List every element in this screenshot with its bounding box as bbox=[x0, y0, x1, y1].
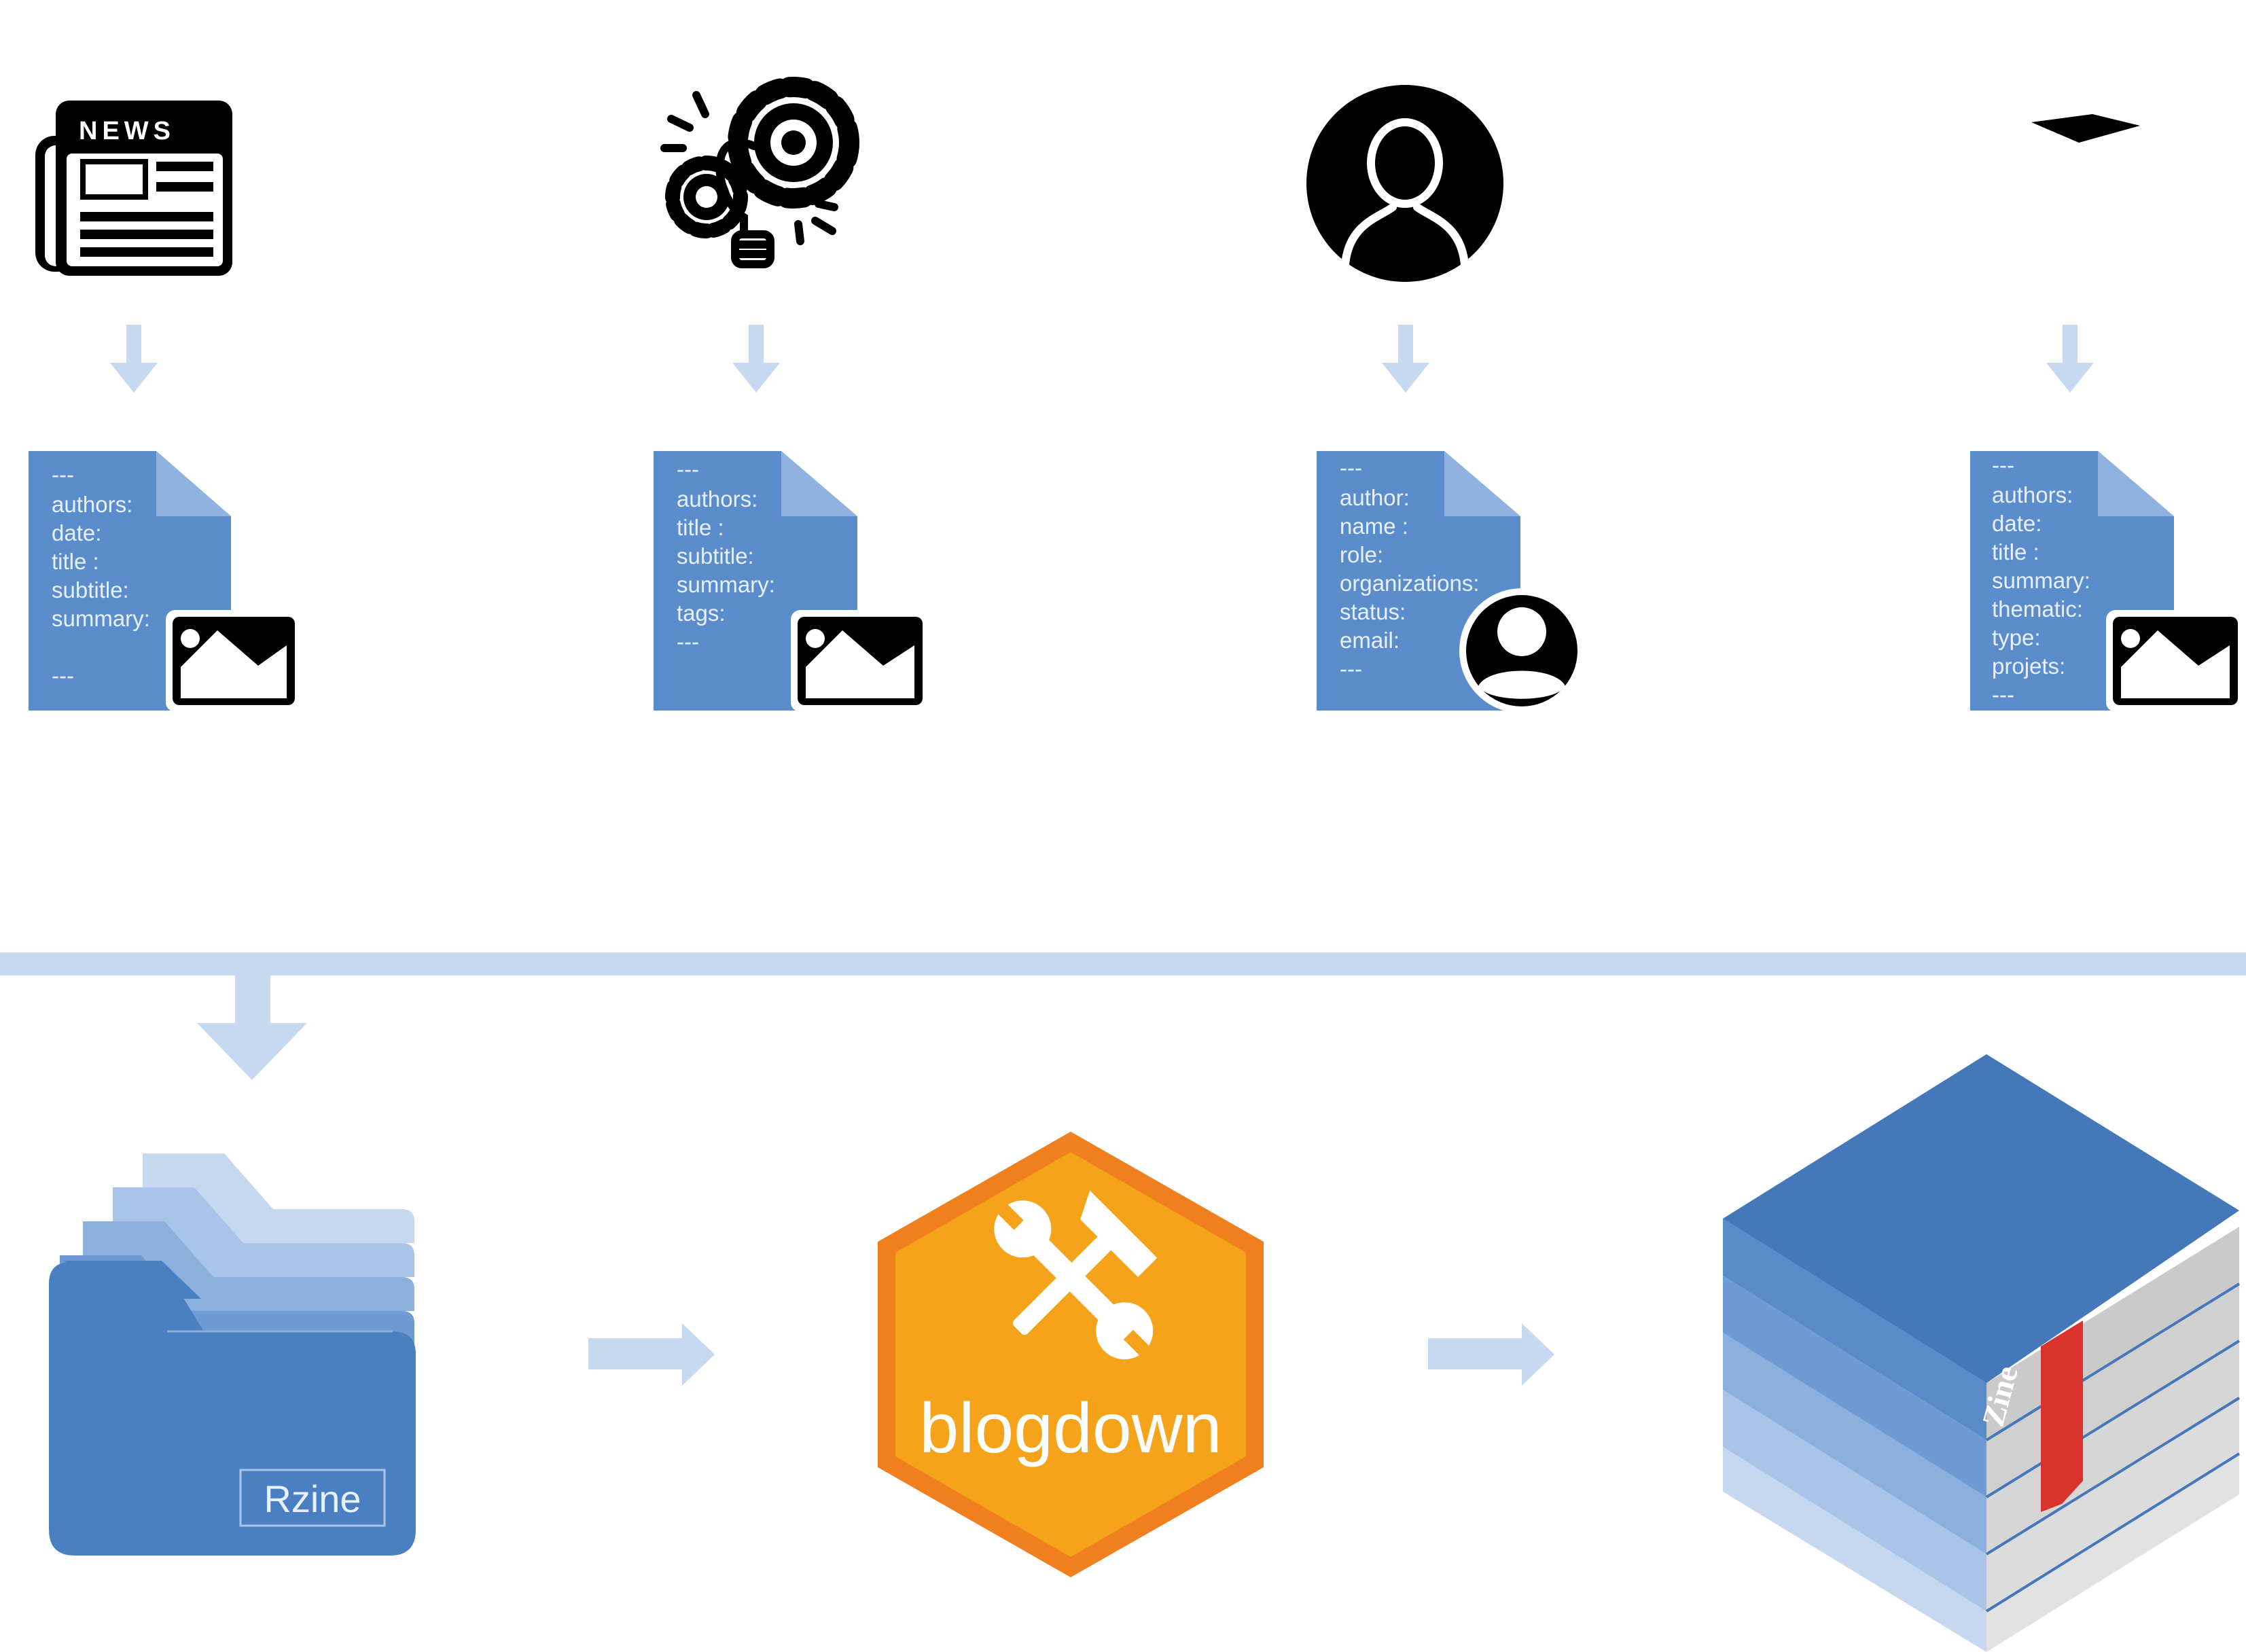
doc-line: subtitle: bbox=[677, 543, 754, 569]
doc-line: projets: bbox=[1992, 653, 2065, 679]
doc-line: --- bbox=[677, 456, 699, 482]
newspaper-icon: NEWS bbox=[35, 101, 232, 276]
down-arrow-2 bbox=[732, 325, 780, 393]
doc-line: title : bbox=[677, 515, 724, 540]
doc-line: authors: bbox=[52, 492, 132, 517]
doc-line: --- bbox=[52, 462, 74, 487]
document-ideas-text: --- authors: title : subtitle: summary: … bbox=[677, 456, 775, 654]
document-ideas: --- authors: title : subtitle: summary: … bbox=[654, 451, 929, 712]
down-arrow-1 bbox=[110, 325, 158, 393]
doc-line: title : bbox=[52, 549, 99, 574]
doc-line: date: bbox=[1992, 511, 2042, 536]
graduation-cap-icon bbox=[2031, 114, 2140, 143]
doc-line: title : bbox=[1992, 539, 2039, 564]
document-person-text: --- author: name : role: organizations: … bbox=[1340, 455, 1479, 681]
down-arrow-4 bbox=[2046, 325, 2094, 393]
down-arrow-3 bbox=[1382, 325, 1429, 393]
blogdown-hex-logo: blogdown bbox=[878, 1132, 1264, 1577]
folder-label: Rzine bbox=[264, 1477, 361, 1520]
lightbulb-gears-icon bbox=[660, 77, 859, 268]
doc-line: --- bbox=[1340, 455, 1362, 480]
rzine-folder-icon: Rzine bbox=[49, 1153, 416, 1556]
doc-line: organizations: bbox=[1340, 571, 1479, 596]
image-icon bbox=[166, 610, 302, 712]
doc-line: email: bbox=[1340, 628, 1400, 653]
doc-line: --- bbox=[52, 663, 74, 688]
doc-line: authors: bbox=[1992, 482, 2073, 507]
collector-bar bbox=[0, 952, 2246, 1080]
wrench-hammer-icon bbox=[994, 1190, 1158, 1360]
down-arrows bbox=[110, 325, 2094, 393]
doc-line: author: bbox=[1340, 485, 1410, 510]
document-person: --- author: name : role: organizations: … bbox=[1317, 451, 1584, 713]
doc-line: summary: bbox=[677, 572, 775, 597]
right-arrow-1 bbox=[588, 1323, 715, 1386]
doc-line: type: bbox=[1992, 625, 2041, 650]
doc-line: --- bbox=[1992, 452, 2014, 478]
image-icon bbox=[2106, 610, 2245, 712]
doc-line: summary: bbox=[1992, 568, 2090, 593]
document-news-text: --- authors: date: title : subtitle: sum… bbox=[52, 462, 150, 688]
doc-line: name : bbox=[1340, 514, 1408, 539]
news-label: NEWS bbox=[79, 117, 175, 145]
doc-line: --- bbox=[677, 629, 699, 654]
right-arrow-2 bbox=[1428, 1323, 1554, 1386]
image-icon bbox=[791, 610, 929, 712]
doc-line: date: bbox=[52, 520, 101, 545]
avatar-icon bbox=[1459, 588, 1584, 713]
doc-line: thematic: bbox=[1992, 596, 2083, 622]
doc-line: role: bbox=[1340, 542, 1383, 567]
doc-line: status: bbox=[1340, 599, 1406, 624]
blogdown-label: blogdown bbox=[919, 1389, 1222, 1468]
person-avatar-icon bbox=[1302, 80, 1508, 287]
doc-line: --- bbox=[1992, 682, 2014, 707]
document-resource: --- authors: date: title : summary: them… bbox=[1970, 451, 2245, 712]
document-resource-text: --- authors: date: title : summary: them… bbox=[1992, 452, 2090, 707]
doc-line: tags: bbox=[677, 600, 726, 626]
doc-line: authors: bbox=[677, 486, 757, 511]
doc-line: --- bbox=[1340, 656, 1362, 681]
rzine-book-stack-logo: R Zine bbox=[1723, 1054, 2241, 1652]
document-news: --- authors: date: title : subtitle: sum… bbox=[29, 451, 302, 712]
doc-line: summary: bbox=[52, 606, 150, 631]
doc-line: subtitle: bbox=[52, 577, 129, 603]
